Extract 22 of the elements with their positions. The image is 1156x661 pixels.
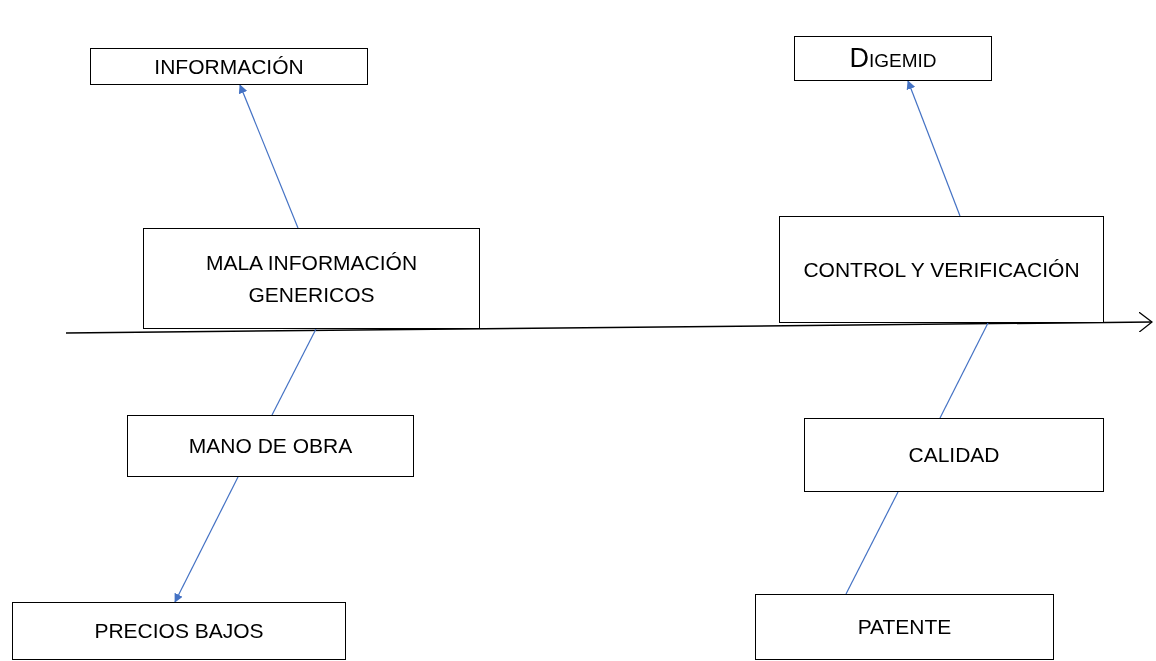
connector-line <box>271 328 317 416</box>
box-label: PRECIOS BAJOS <box>94 618 264 645</box>
box-label: PATENTE <box>857 614 952 641</box>
cause-box <box>779 216 1104 323</box>
cause-box <box>143 228 480 329</box>
arrow <box>906 80 961 217</box>
box-label: CONTROL Y VERIFICACIÓN <box>803 256 1080 283</box>
box-label: DIGEMID <box>849 42 937 76</box>
box-label: MALA INFORMACIÓN GENERICOS <box>204 250 419 308</box>
cause-box <box>804 418 1104 492</box>
box-label: CALIDAD <box>908 442 1000 469</box>
arrow <box>174 476 239 603</box>
cause-box <box>127 415 414 477</box>
cause-box <box>90 48 368 85</box>
connector-line <box>939 322 989 419</box>
cause-box <box>794 36 992 81</box>
cause-box <box>12 602 346 660</box>
cause-box <box>755 594 1054 660</box>
box-label: INFORMACIÓN <box>154 53 304 80</box>
connector-line <box>845 491 899 595</box>
box-label: MANO DE OBRA <box>188 433 353 460</box>
arrow <box>238 84 299 229</box>
